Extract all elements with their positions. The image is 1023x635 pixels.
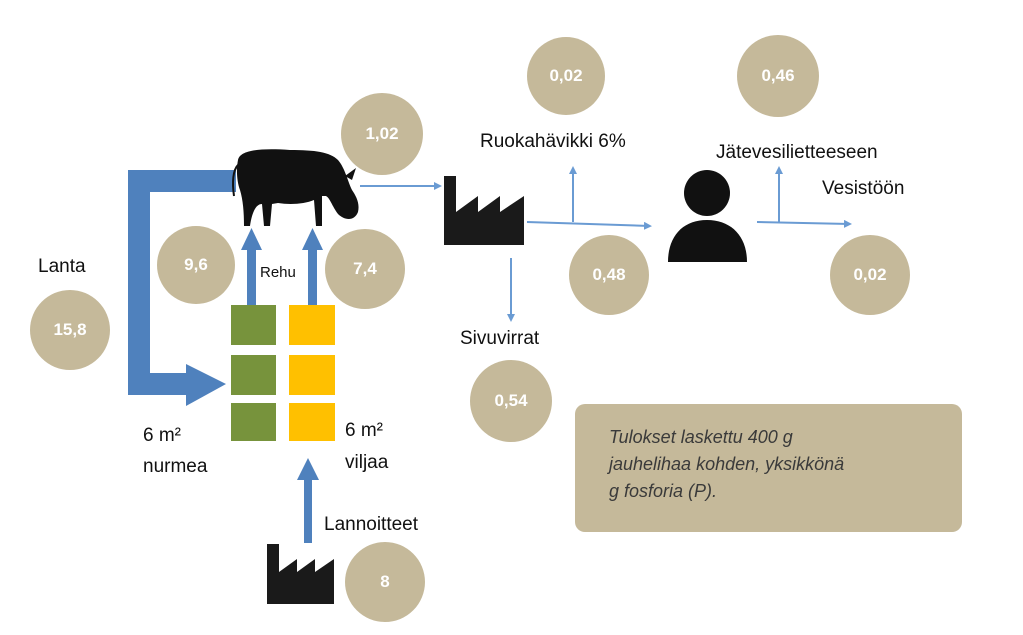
value-circle-vilja-rehu: 7,4 [325,229,405,309]
label-jatevesilietteeseen: Jätevesilietteeseen [716,142,878,163]
consumer-icon [668,170,747,262]
label-vesistoon: Vesistöön [822,178,905,199]
results-note-box: Tulokset laskettu 400 g jauhelihaa kohde… [575,404,962,532]
value-jatevesiliete: 0,46 [761,66,795,85]
label-lannoitteet: Lannoitteet [324,514,419,535]
manure-arrow [128,170,236,406]
label-lanta: Lanta [38,256,86,277]
value-circle-lannoitteet: 8 [345,542,425,622]
value-factory-to-consumer: 0,48 [592,265,626,284]
factory-to-consumer-arrow [526,221,652,230]
value-circle-jatevesiliete: 0,46 [737,35,819,117]
value-vilja-rehu: 7,4 [353,259,377,278]
cow-icon [232,149,359,226]
value-vesistoon: 0,02 [853,265,887,284]
label-sivuvirrat: Sivuvirrat [460,328,540,349]
value-circle-lanta: 15,8 [30,290,110,370]
label-ruokahavikki: Ruokahävikki 6% [480,131,626,152]
fertilizer-factory-icon [267,544,334,604]
value-sivuvirrat: 0,54 [494,391,528,410]
grain-field-tiles [289,305,335,441]
label-viljaa-area: 6 m² [345,420,383,441]
value-circle-ruokahavikki: 0,02 [527,37,605,115]
label-nurmea: nurmea [143,456,208,477]
value-nurmi-rehu: 9,6 [184,255,208,274]
value-circle-factory-to-consumer: 0,48 [569,235,649,315]
note-line-1: Tulokset laskettu 400 g [609,427,793,447]
label-rehu: Rehu [260,264,296,281]
grass-field-tiles [231,305,276,441]
factory-icon [444,176,524,245]
value-lannoitteet: 8 [380,572,390,591]
label-viljaa: viljaa [345,452,389,473]
label-nurmea-area: 6 m² [143,425,181,446]
note-line-3: g fosforia (P). [609,481,718,501]
feed-arrow-nurmi [241,228,262,305]
value-ruokahavikki: 0,02 [549,66,583,85]
consumer-to-water-arrow [756,219,852,228]
feed-arrow-vilja [302,228,323,305]
note-line-2: jauhelihaa kohden, yksikkönä [609,454,845,474]
value-circle-vesistoon: 0,02 [830,235,910,315]
value-lanta: 15,8 [53,320,87,339]
value-circle-nurmi-rehu: 9,6 [157,226,235,304]
value-cow-to-factory: 1,02 [365,124,399,143]
value-circle-sivuvirrat: 0,54 [470,360,552,442]
fertilizer-arrow [297,458,319,543]
value-circle-cow-to-factory: 1,02 [341,93,423,175]
